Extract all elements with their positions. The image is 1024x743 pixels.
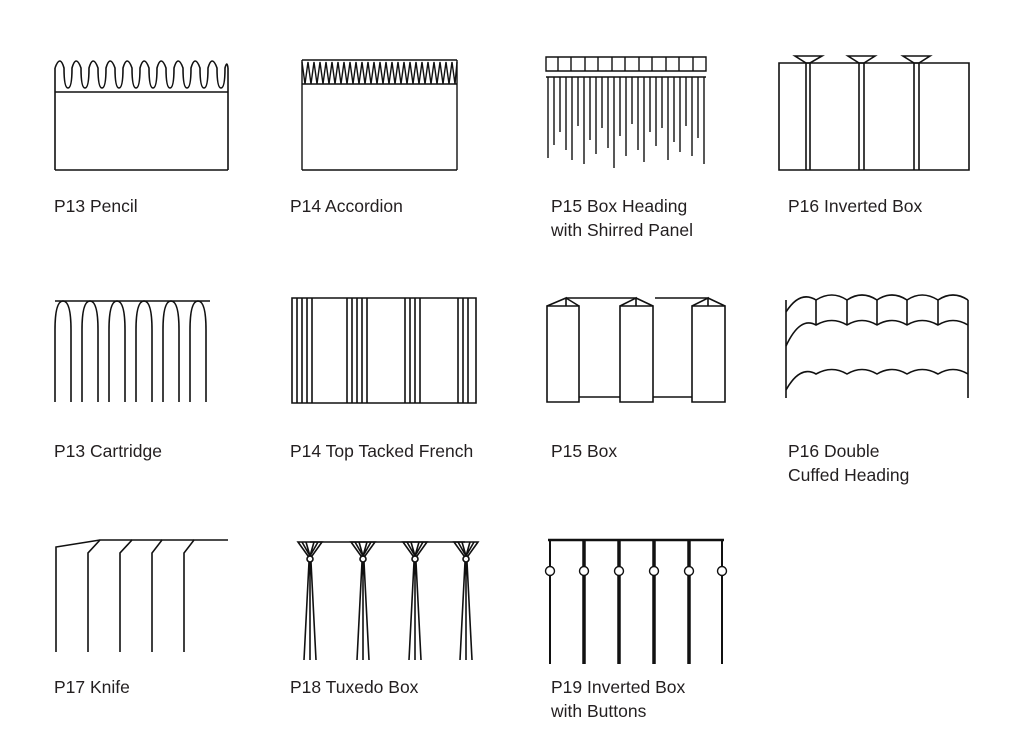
pleat-caption: P16 Double Cuffed Heading bbox=[788, 439, 909, 487]
inverted-box-illustration bbox=[775, 52, 973, 174]
caption-line: P14 Top Tacked French bbox=[290, 441, 474, 461]
caption-line: P18 Tuxedo Box bbox=[290, 677, 419, 697]
pleat-caption: P18 Tuxedo Box bbox=[290, 675, 418, 699]
caption-line: P14 Accordion bbox=[290, 196, 403, 216]
caption-line: P15 Box Heading bbox=[551, 196, 688, 216]
caption-line: P17 Knife bbox=[54, 677, 130, 697]
inverted-box-buttons-illustration bbox=[542, 535, 728, 669]
caption-line: P13 Pencil bbox=[54, 196, 138, 216]
caption-line: P13 Cartridge bbox=[54, 441, 162, 461]
pleat-caption: P13 Pencil bbox=[54, 194, 138, 218]
pleat-caption: P14 Top Tacked French bbox=[290, 439, 473, 463]
pleat-caption: P13 Cartridge bbox=[54, 439, 162, 463]
pleat-caption: P15 Box Heading with Shirred Panel bbox=[551, 194, 693, 242]
knife-pleat-illustration bbox=[52, 535, 232, 657]
pleat-caption: P16 Inverted Box bbox=[788, 194, 922, 218]
double-cuffed-illustration bbox=[783, 292, 973, 402]
caption-line: with Buttons bbox=[551, 701, 647, 721]
caption-line: Cuffed Heading bbox=[788, 465, 910, 485]
pleat-caption: P14 Accordion bbox=[290, 194, 403, 218]
accordion-pleat-illustration bbox=[298, 52, 460, 174]
caption-line: with Shirred Panel bbox=[551, 220, 694, 240]
top-tacked-french-illustration bbox=[288, 294, 480, 406]
pencil-pleat-illustration bbox=[52, 50, 232, 175]
caption-line: P16 Inverted Box bbox=[788, 196, 923, 216]
caption-line: P16 Double bbox=[788, 441, 880, 461]
caption-line: P15 Box bbox=[551, 441, 618, 461]
pleat-caption: P19 Inverted Box with Buttons bbox=[551, 675, 685, 723]
pleat-caption: P17 Knife bbox=[54, 675, 130, 699]
box-shirred-illustration bbox=[543, 54, 709, 174]
cartridge-pleat-illustration bbox=[50, 294, 214, 406]
tuxedo-box-illustration bbox=[292, 533, 486, 665]
caption-line: P19 Inverted Box bbox=[551, 677, 686, 697]
box-pleat-illustration bbox=[543, 294, 729, 406]
pleat-caption: P15 Box bbox=[551, 439, 617, 463]
